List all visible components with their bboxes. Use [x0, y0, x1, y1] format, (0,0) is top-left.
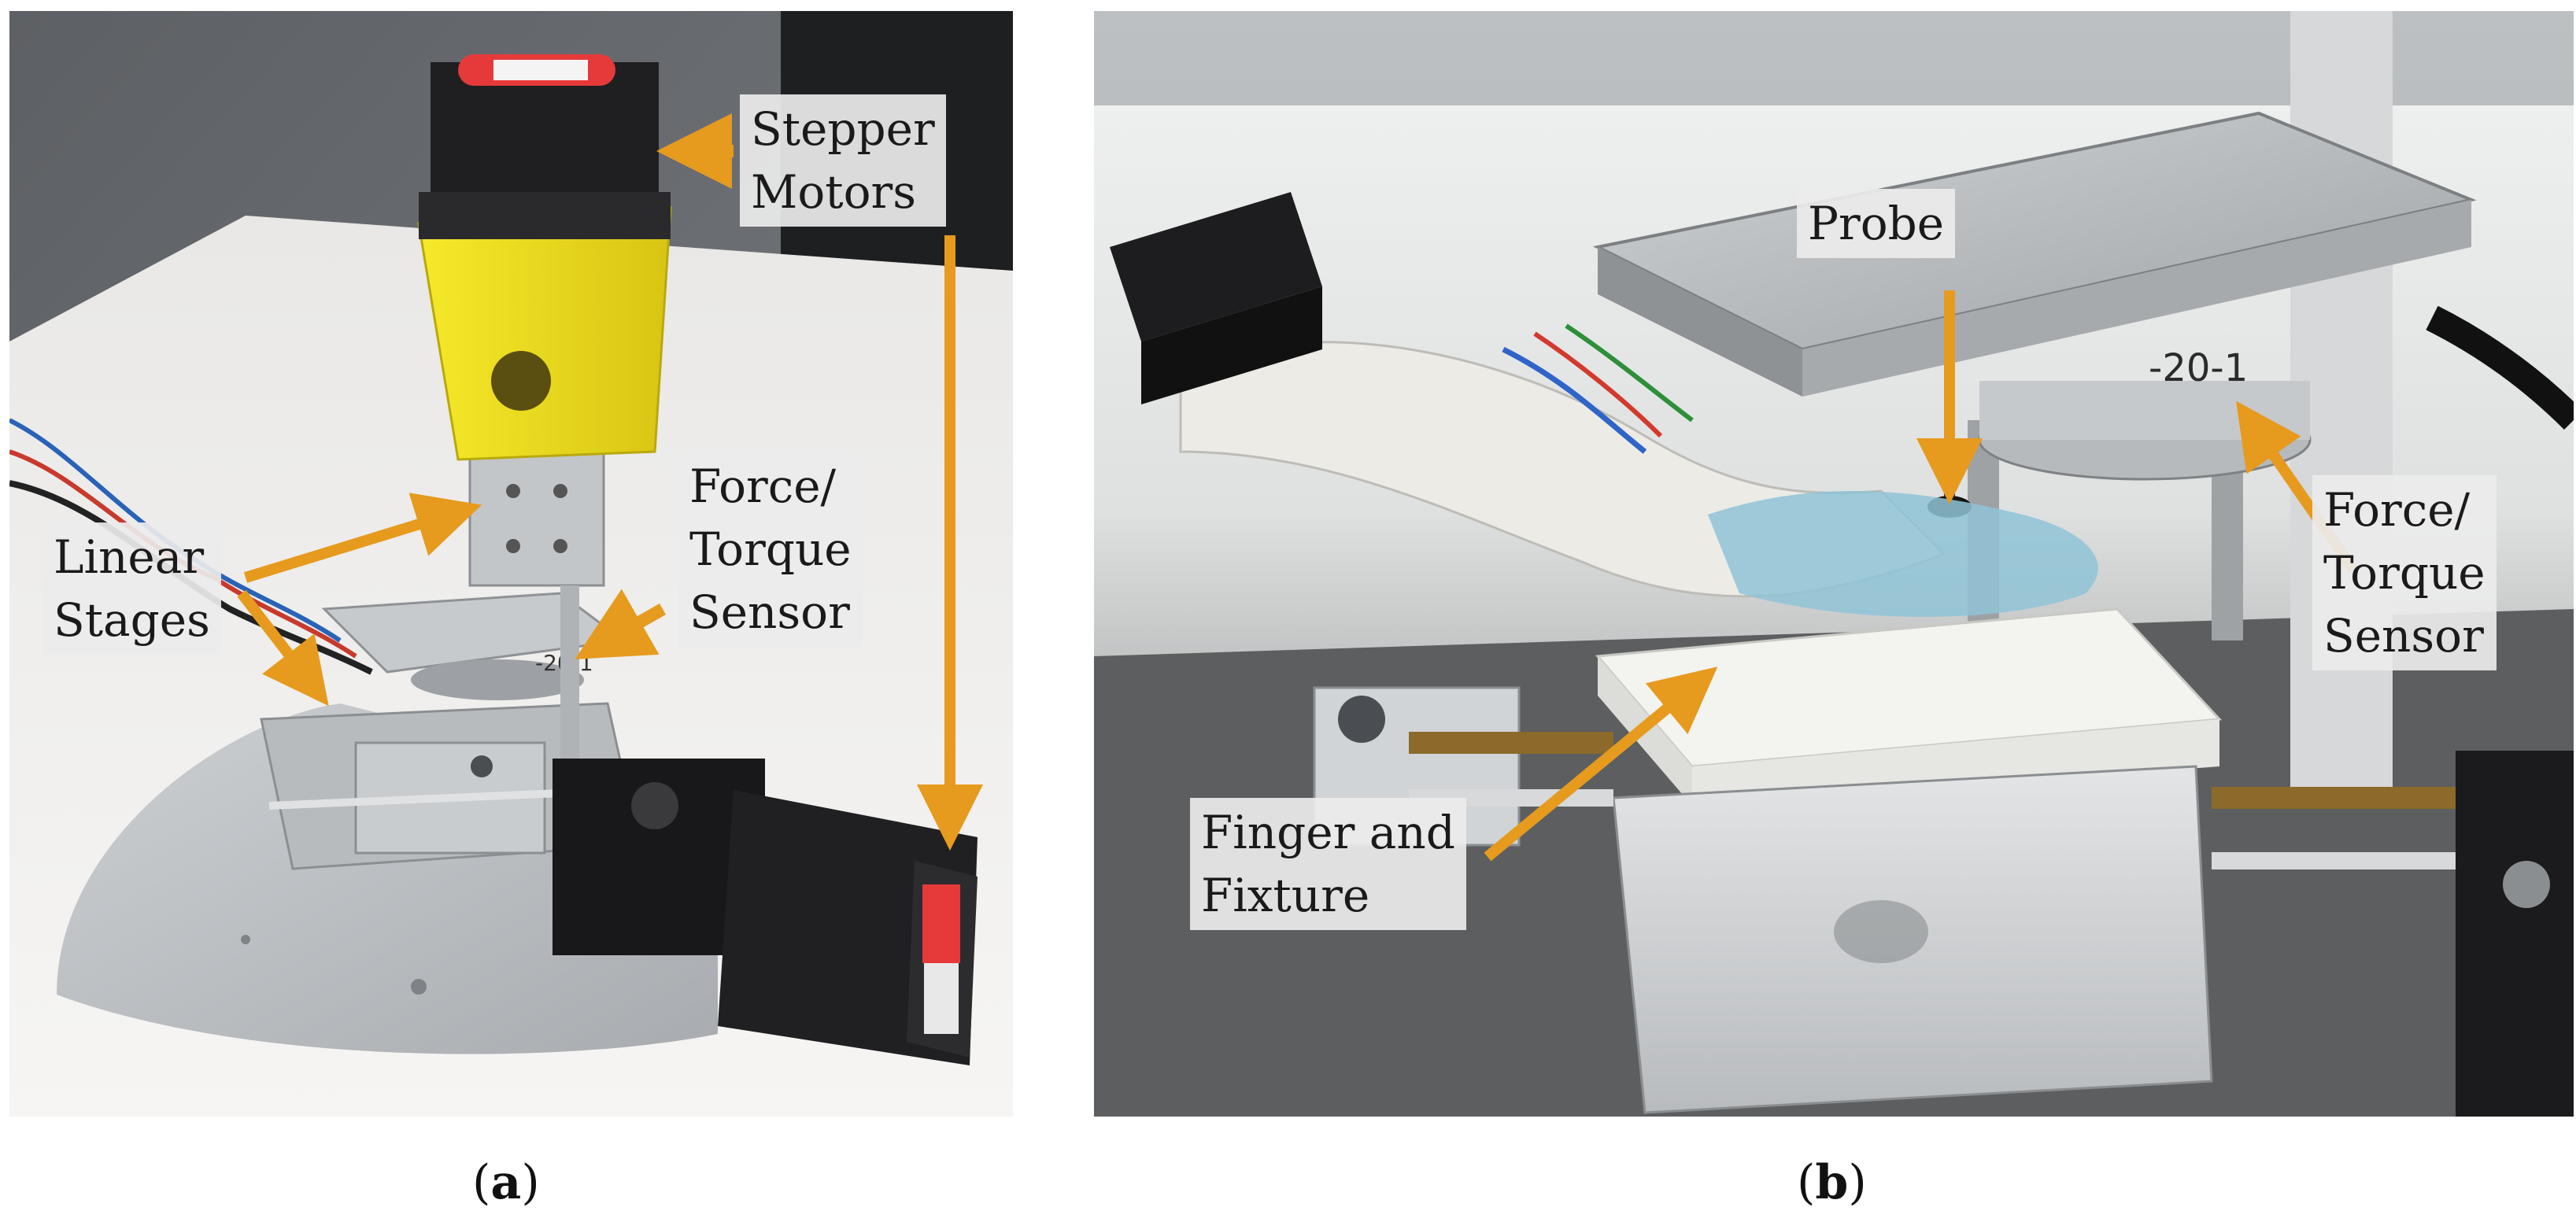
caption-letter: b	[1815, 1155, 1849, 1210]
stage-wear-mark	[1834, 900, 1928, 963]
label-line: Finger and	[1201, 806, 1455, 859]
motor-flange	[419, 192, 671, 239]
photo-panel-a: -20-1 Stepper Motors Force/	[9, 11, 1013, 1117]
mount-hole	[491, 351, 551, 411]
label-finger-fixture: Finger and Fixture	[1190, 798, 1466, 930]
stepper-motor	[2456, 751, 2574, 1117]
gel-fingertip	[1708, 491, 2098, 617]
plate-hole	[241, 935, 250, 944]
force-torque-sensor	[411, 659, 584, 700]
label-line: Probe	[1808, 197, 1945, 250]
yellow-motor-mount	[417, 206, 672, 461]
label-linear-stages: Linear Stages	[43, 522, 221, 655]
foam-fixture-front	[1692, 719, 2219, 806]
arrow-linear-stage-z	[243, 493, 482, 583]
carriage-hole	[471, 755, 493, 777]
wire	[1502, 346, 1647, 454]
motor-label-white	[493, 60, 588, 80]
arrow-finger-fixture	[1484, 666, 1718, 862]
label-force-torque-sensor: Force/ Torque Sensor	[2312, 475, 2497, 670]
stage-screw	[553, 539, 567, 553]
label-line: Torque	[2323, 546, 2485, 600]
label-line: Force/	[689, 460, 837, 513]
label-force-torque-sensor: Force/ Torque Sensor	[678, 452, 863, 647]
label-line: Stepper	[751, 102, 935, 156]
wire	[1533, 331, 1663, 438]
wire	[1565, 323, 1694, 423]
caption-paren: (	[472, 1155, 491, 1210]
label-line: Stages	[54, 593, 210, 647]
arrow-linear-stage-x	[237, 589, 329, 707]
label-line: Torque	[689, 522, 852, 576]
block-hole	[1338, 696, 1385, 743]
cable	[2426, 305, 2574, 430]
plate-hole	[411, 979, 427, 995]
stage-screw	[553, 484, 567, 498]
motor-label-sticker	[922, 884, 960, 963]
linear-stage-z	[468, 450, 605, 587]
label-line: Force/	[2323, 483, 2471, 537]
stage-screw	[506, 539, 520, 553]
stage-screw	[506, 484, 520, 498]
label-stepper-motors: Stepper Motors	[740, 94, 946, 227]
label-line: Fixture	[1201, 869, 1370, 922]
motor-hole	[631, 782, 678, 829]
connector-block-side	[1141, 286, 1322, 404]
motor-screw	[2503, 861, 2550, 908]
caption-a: (a)	[472, 1155, 540, 1210]
caption-paren: )	[521, 1155, 540, 1210]
label-line: Linear	[54, 530, 205, 584]
caption-letter: a	[490, 1155, 522, 1210]
label-line: Motors	[751, 165, 917, 219]
arrow-force-sensor	[575, 589, 666, 659]
guide-rod	[560, 585, 579, 774]
caption-paren: (	[1797, 1155, 1816, 1210]
label-line: Sensor	[689, 585, 850, 639]
label-line: Sensor	[2323, 609, 2484, 663]
caption-b: (b)	[1797, 1155, 1867, 1210]
top-plate-edge	[1802, 200, 2471, 397]
top-plate-edge	[1598, 247, 1802, 397]
motor-label-white	[924, 963, 959, 1034]
label-probe: Probe	[1797, 189, 1956, 258]
connector-block	[1110, 192, 1322, 341]
engraving-text: -20-1	[2149, 346, 2248, 390]
photo-panel-b: -20-1	[1094, 11, 2574, 1117]
caption-paren: )	[1848, 1155, 1867, 1210]
